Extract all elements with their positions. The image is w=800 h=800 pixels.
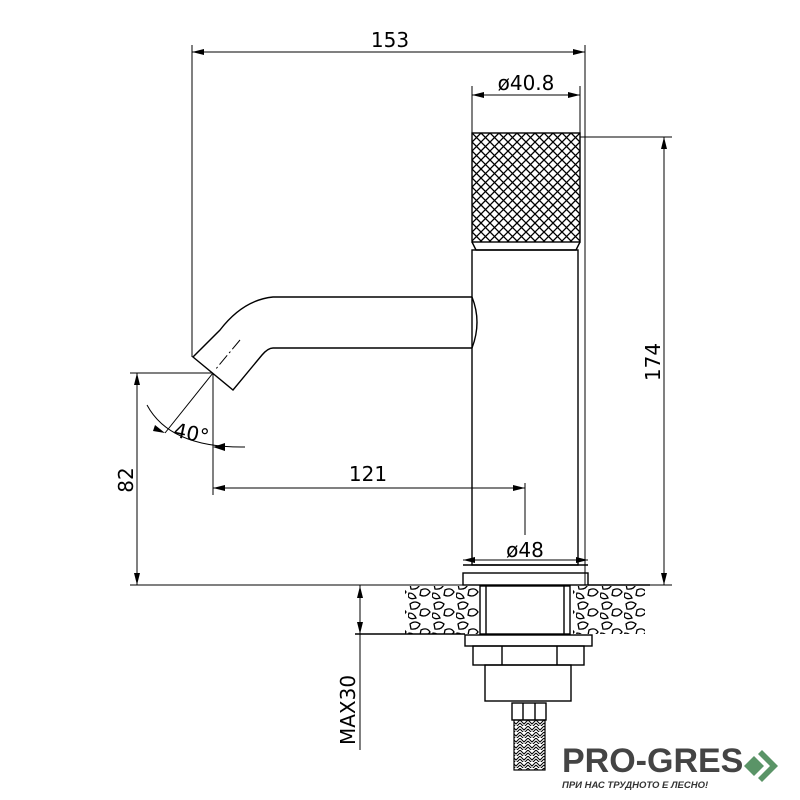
dim-82-label: 82 <box>114 467 138 492</box>
logo-tagline: ПРИ НАС ТРУДНОТО Е ЛЕСНО! <box>562 780 709 791</box>
logo-chevron-icon <box>744 750 778 782</box>
knurled-handle <box>471 132 581 243</box>
dim-40-8-label: ø40.8 <box>498 71 555 95</box>
dim-174-label: 174 <box>641 343 665 381</box>
mounting-assembly <box>464 585 593 771</box>
dimension-max-counter: MAX30 <box>336 585 363 750</box>
brand-logo: PRO-GRES ПРИ НАС ТРУДНОТО Е ЛЕСНО! <box>562 744 743 791</box>
dim-max30-label: MAX30 <box>336 675 360 745</box>
dimension-spout-reach: 121 <box>212 373 526 535</box>
dimension-spout-angle: 40° <box>146 372 246 451</box>
dim-153-label: 153 <box>371 28 409 52</box>
dim-40-degree-label: 40° <box>172 418 212 449</box>
dimension-height: 174 <box>580 136 672 586</box>
dimension-overall-width: 153 <box>191 28 586 585</box>
dim-121-label: 121 <box>349 462 387 486</box>
supply-hose <box>513 719 546 771</box>
dimension-base-diameter: ø48 <box>463 538 588 563</box>
lock-nut <box>472 645 585 666</box>
dimension-handle-diameter: ø40.8 <box>471 71 581 133</box>
countertop-section <box>355 584 650 635</box>
dim-48-label: ø48 <box>506 538 544 562</box>
logo-name: PRO-GRES <box>562 742 744 780</box>
faucet-body <box>462 132 589 586</box>
spout <box>191 296 478 391</box>
dimension-spout-height: 82 <box>114 372 470 586</box>
base-flange <box>462 572 589 586</box>
